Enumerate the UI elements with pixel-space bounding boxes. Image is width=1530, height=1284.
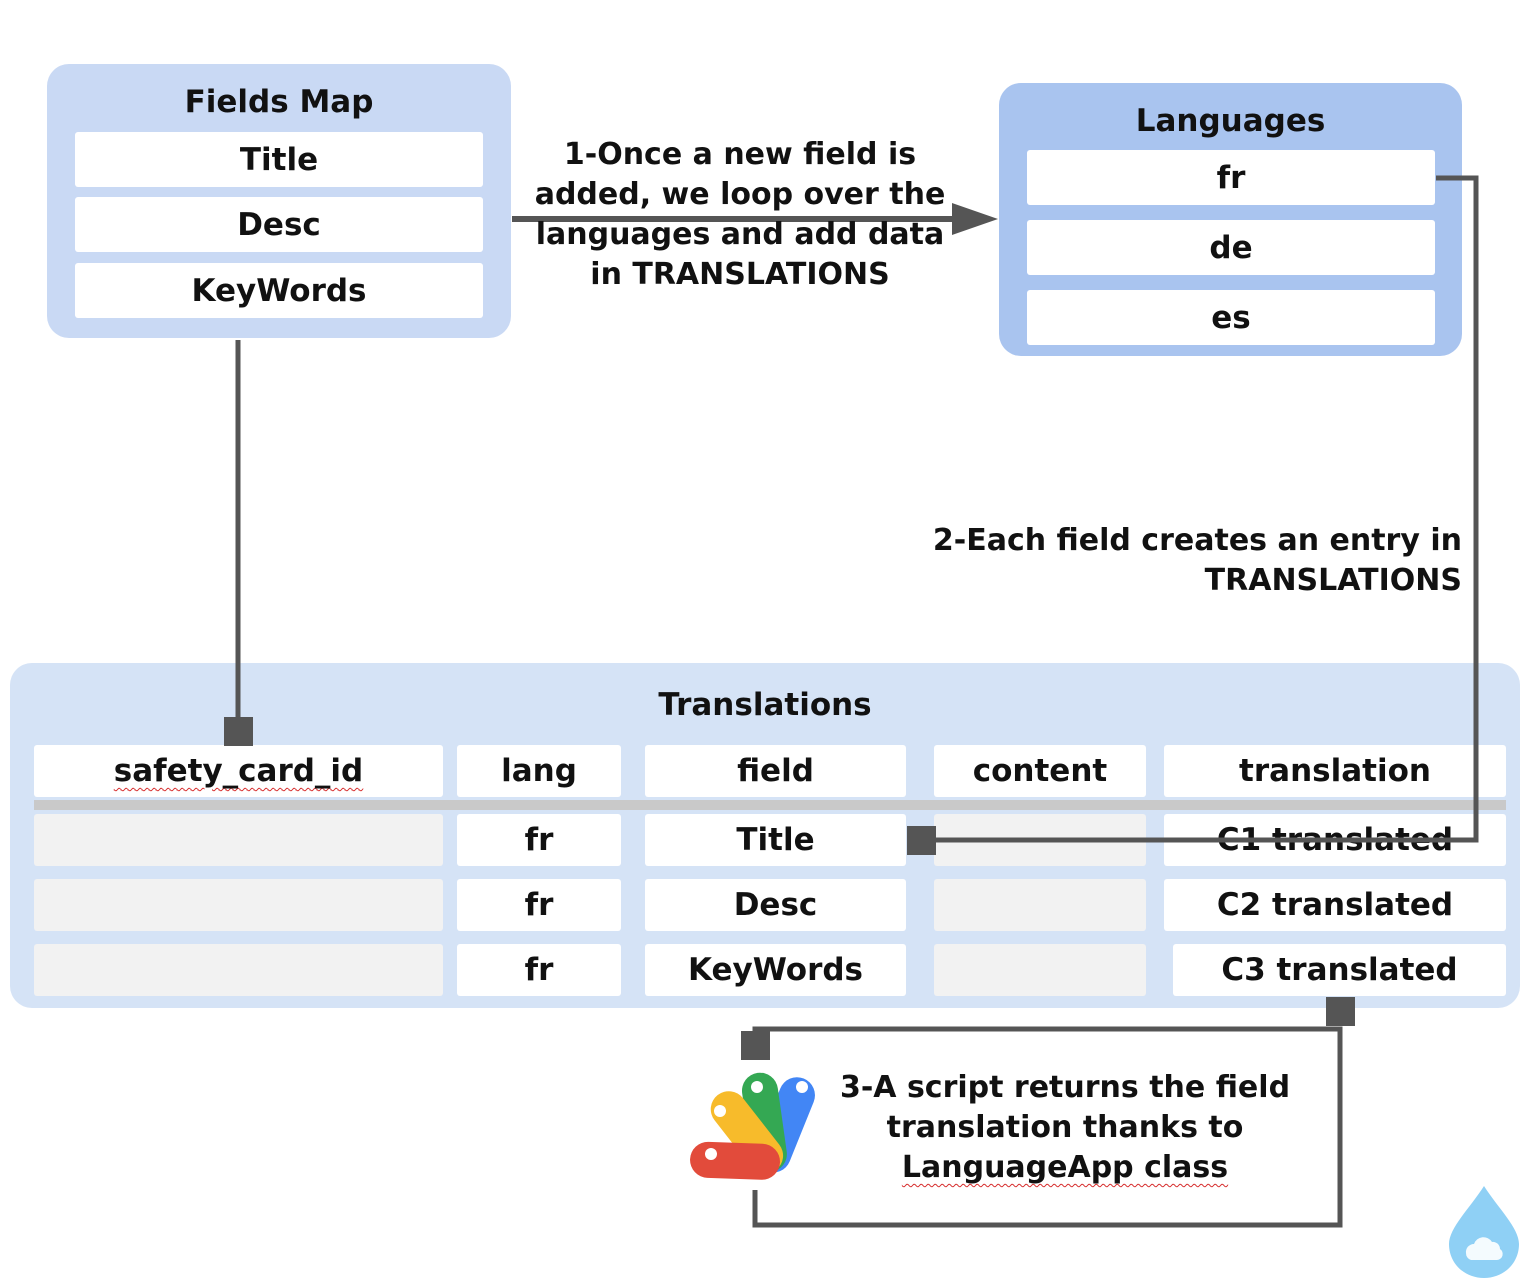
row3-field: KeyWords: [645, 944, 906, 996]
fields-map-item-keywords: KeyWords: [75, 263, 483, 318]
step2-line2: TRANSLATIONS: [1204, 563, 1462, 598]
arrowhead-languages: [952, 203, 998, 235]
languages-panel: Languages fr de es: [999, 83, 1462, 356]
fields-map-panel: Fields Map Title Desc KeyWords: [47, 64, 511, 338]
step1-line1: 1-Once a new field is: [563, 137, 917, 172]
row2-content: [934, 879, 1146, 931]
step1-line4: in TRANSLATIONS: [590, 257, 890, 292]
header-field: field: [645, 745, 906, 797]
step1-note: 1-Once a new field is added, we loop ove…: [520, 135, 960, 295]
row2-lang: fr: [457, 879, 621, 931]
header-content: content: [934, 745, 1146, 797]
fields-map-item-desc: Desc: [75, 197, 483, 252]
step1-line3: languages and add data: [535, 217, 945, 252]
step3-line2: translation thanks to: [886, 1110, 1244, 1145]
header-safety-card-id-label: safety_card_id: [113, 753, 364, 789]
step1-line2: added, we loop over the: [534, 177, 946, 212]
header-safety-card-id: safety_card_id: [34, 745, 443, 797]
translations-title: Translations: [658, 687, 872, 723]
row2-safety-card-id: [34, 879, 443, 931]
language-item-fr: fr: [1027, 150, 1435, 205]
connector-endpoint-row1: [907, 826, 936, 855]
translations-panel: Translations safety_card_id lang field c…: [10, 663, 1520, 1008]
step3-line3: LanguageApp class: [835, 1148, 1295, 1188]
step3-line3-text: LanguageApp class: [901, 1150, 1229, 1185]
water-drop-icon: [1449, 1186, 1519, 1278]
connector-endpoint-row3: [1326, 997, 1355, 1026]
language-item-de: de: [1027, 220, 1435, 275]
step3-line1: 3-A script returns the field: [839, 1070, 1291, 1105]
row3-safety-card-id: [34, 944, 443, 996]
row1-safety-card-id: [34, 814, 443, 866]
connector-endpoint-id: [224, 717, 253, 746]
row3-lang: fr: [457, 944, 621, 996]
row2-field: Desc: [645, 879, 906, 931]
header-separator: [34, 800, 1506, 810]
fields-map-title: Fields Map: [184, 84, 374, 120]
row1-field: Title: [645, 814, 906, 866]
row1-lang: fr: [457, 814, 621, 866]
row3-translation: C3 translated: [1173, 944, 1506, 996]
languages-title: Languages: [1135, 103, 1326, 139]
language-item-es: es: [1027, 290, 1435, 345]
header-lang: lang: [457, 745, 621, 797]
header-translation: translation: [1164, 745, 1506, 797]
apps-script-logo: [690, 1072, 815, 1180]
step2-line1: 2-Each field creates an entry in: [932, 523, 1462, 558]
step3-note: 3-A script returns the field translation…: [835, 1068, 1295, 1188]
fields-map-item-title: Title: [75, 132, 483, 187]
connector-languages-to-row1: [928, 175, 1479, 843]
row2-translation: C2 translated: [1164, 879, 1506, 931]
step2-note: 2-Each field creates an entry in TRANSLA…: [900, 521, 1462, 601]
connector-endpoint-script: [741, 1031, 770, 1060]
row3-content: [934, 944, 1146, 996]
